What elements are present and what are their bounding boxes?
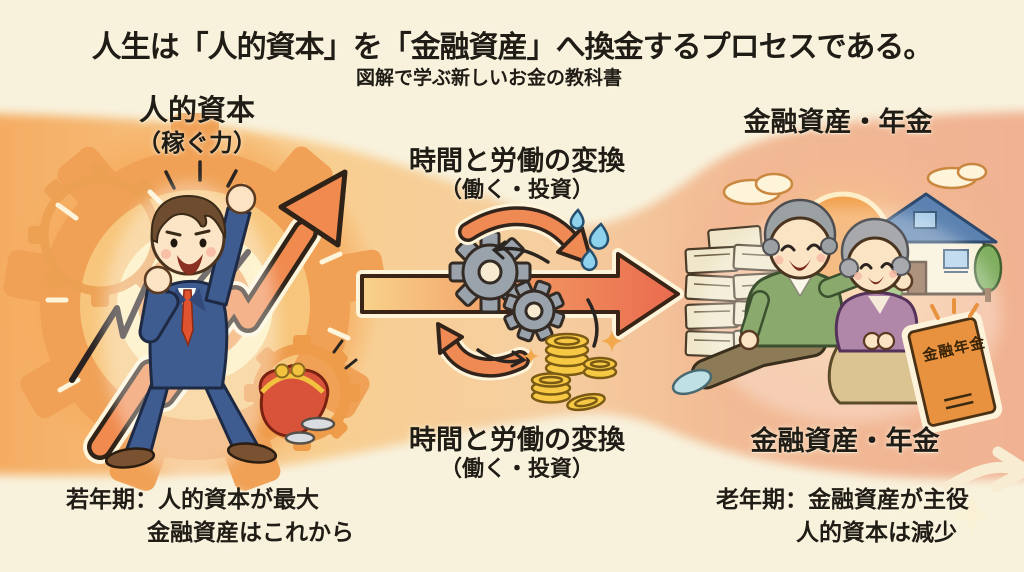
cycle-arrow-icon bbox=[455, 203, 594, 266]
pension-book-icon bbox=[901, 298, 1003, 433]
young-age-caption-line2: 金融資産はこれから bbox=[147, 520, 354, 546]
conversion-top-sublabel: （働く・投資） bbox=[439, 178, 595, 203]
old-age-caption-line1: 老年期：金融資産が主役 bbox=[716, 487, 969, 513]
droplet-icon bbox=[569, 208, 610, 272]
left-scene bbox=[3, 113, 387, 491]
right-scene bbox=[671, 157, 1024, 536]
financial-assets-top-label: 金融資産・年金 bbox=[743, 107, 933, 138]
conversion-bottom-sublabel: （働く・投資） bbox=[439, 457, 595, 482]
coin-stack-icon bbox=[530, 332, 618, 412]
page-title: 人生は「人的資本」を「金融資産」へ換金するプロセスである。 bbox=[91, 30, 934, 65]
young-age-caption-line1: 若年期：人的資本が最大 bbox=[66, 487, 319, 513]
young-age-caption: 若年期：人的資本が最大 金融資産はこれから bbox=[66, 484, 354, 550]
businessman bbox=[102, 182, 278, 478]
human-capital-label: 人的資本 bbox=[138, 93, 256, 127]
motion-arrows bbox=[476, 240, 599, 368]
sparkle-icon bbox=[523, 330, 623, 364]
trailing-arrow-icon bbox=[942, 446, 1024, 493]
gear-icon bbox=[502, 279, 566, 343]
human-capital-sublabel: （稼ぐ力） bbox=[137, 129, 257, 157]
financial-assets-bottom-label: 金融資産・年金 bbox=[750, 426, 940, 457]
cycle-arrow-icon bbox=[436, 322, 533, 381]
sparkle-icon bbox=[951, 494, 993, 536]
action-dashes bbox=[930, 298, 979, 320]
page-subtitle: 図解で学ぶ新しいお金の教科書 bbox=[355, 67, 623, 89]
old-age-caption: 老年期：金融資産が主役 人的資本は減少 bbox=[716, 484, 969, 550]
conversion-top-label: 時間と労働の変換 bbox=[409, 146, 625, 177]
old-age-caption-line2: 人的資本は減少 bbox=[796, 520, 957, 546]
conversion-bottom-label: 時間と労働の変換 bbox=[409, 425, 625, 456]
coin-icon bbox=[284, 416, 336, 445]
cloud-icon bbox=[722, 162, 988, 206]
elderly-couple bbox=[671, 198, 1000, 423]
action-dashes bbox=[332, 339, 358, 370]
middle-scene bbox=[356, 203, 684, 412]
